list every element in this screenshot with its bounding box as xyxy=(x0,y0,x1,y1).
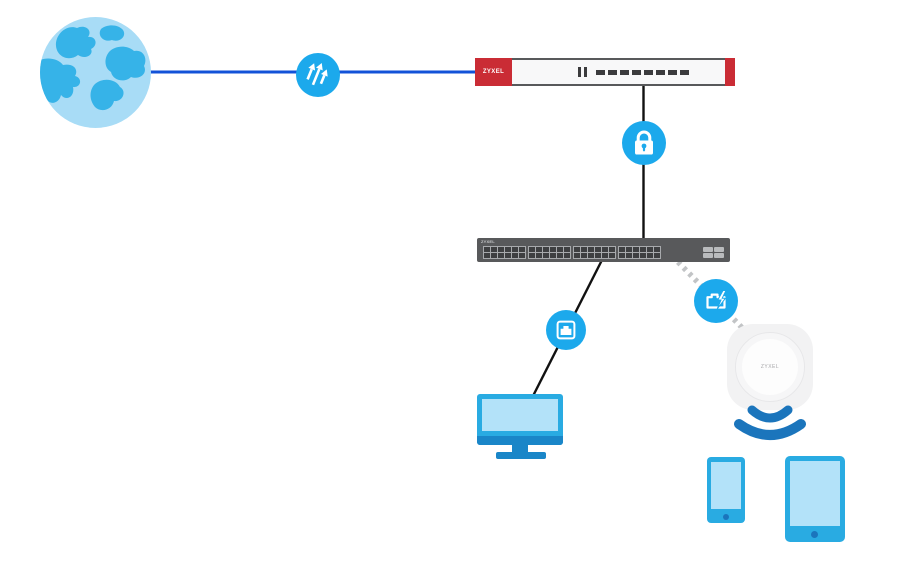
smartphone-screen xyxy=(711,462,741,509)
tablet-screen xyxy=(790,461,840,526)
ethernet-port-icon xyxy=(546,310,586,350)
port-group xyxy=(618,246,661,259)
access-point-device: ZYXEL xyxy=(727,324,813,410)
firewall-brand-panel: ZYXEL xyxy=(475,58,512,86)
monitor-stand-base xyxy=(496,452,546,459)
lock-icon xyxy=(622,121,666,165)
access-point-face: ZYXEL xyxy=(735,332,805,402)
firewall-end-cap xyxy=(725,58,735,86)
uplink-port-group xyxy=(703,247,724,258)
tablet-home-button xyxy=(811,531,818,538)
switch-ap-dashed-line xyxy=(676,260,758,344)
globe-icon xyxy=(40,17,151,128)
poe-power-icon xyxy=(694,279,738,323)
switch-brand-label: ZYXEL xyxy=(481,239,495,244)
switch-device: ZYXEL xyxy=(477,238,730,262)
switch-port-groups xyxy=(483,246,724,259)
monitor-bezel xyxy=(477,436,563,445)
access-point-brand-label: ZYXEL xyxy=(760,364,780,370)
port-group xyxy=(528,246,571,259)
desktop-computer xyxy=(477,394,563,445)
firewall-brand-label: ZYXEL xyxy=(482,69,505,75)
firewall-device: ZYXEL xyxy=(475,58,735,86)
smartphone xyxy=(707,457,745,523)
speed-arrows-icon xyxy=(296,53,340,97)
smartphone-home-button xyxy=(723,514,729,520)
port-group xyxy=(573,246,616,259)
monitor-screen xyxy=(482,399,558,431)
firewall-led-indicators xyxy=(578,65,689,79)
monitor-stand-neck xyxy=(512,445,528,453)
firewall-front-panel xyxy=(512,60,725,84)
port-group xyxy=(483,246,526,259)
wifi-signal-icon xyxy=(734,405,806,440)
tablet xyxy=(785,456,845,542)
